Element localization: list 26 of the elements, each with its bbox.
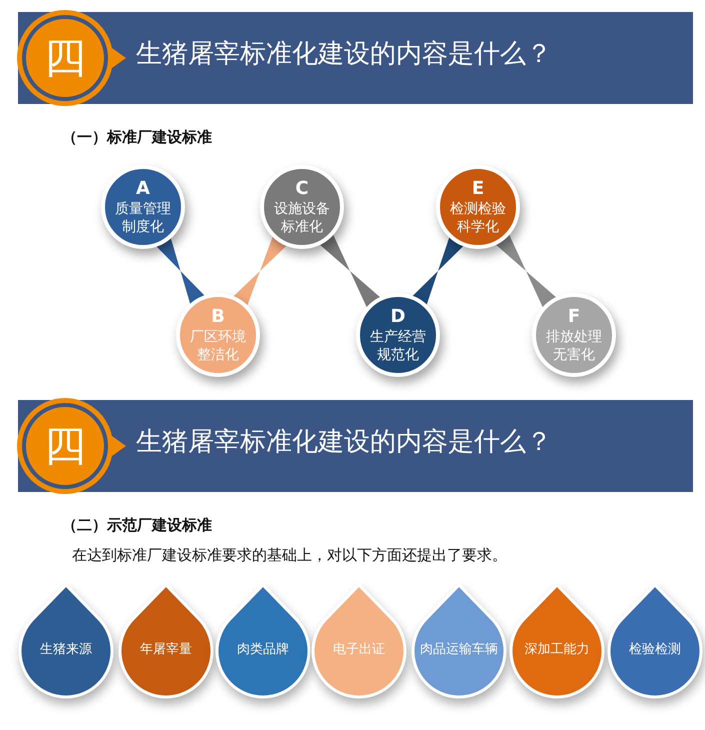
- drop-text: 检验检测: [628, 641, 682, 659]
- section-heading: （一）标准厂建设标准: [62, 128, 212, 147]
- letter-label: E: [472, 178, 484, 200]
- drop-text: 肉品运输车辆: [419, 641, 499, 659]
- section-heading: （二）示范厂建设标准: [62, 516, 212, 535]
- letter-label: B: [211, 306, 225, 328]
- drop-text: 生猪来源: [39, 641, 93, 659]
- title-banner: [18, 400, 693, 492]
- circle-text: 设施设备标准化: [273, 200, 331, 236]
- drop-text: 肉类品牌: [236, 641, 290, 659]
- letter-label: C: [295, 178, 309, 200]
- drop-text: 年屠宰量: [139, 641, 193, 659]
- circle-text: 厂区环境整洁化: [189, 328, 247, 364]
- letter-label: F: [568, 306, 580, 328]
- title-text: 生猪屠宰标准化建设的内容是什么？: [136, 426, 552, 459]
- letter-label: D: [390, 306, 406, 328]
- circle-text: 排放处理无害化: [545, 328, 603, 364]
- drop-text: 电子出证: [332, 641, 386, 659]
- title-banner: [18, 12, 693, 104]
- circle-text: 检测检验科学化: [449, 200, 507, 236]
- drop-text: 深加工能力: [524, 641, 590, 659]
- description-text: 在达到标准厂建设标准要求的基础上，对以下方面还提出了要求。: [72, 546, 507, 565]
- letter-label: A: [136, 178, 150, 200]
- circle-text: 生产经营规范化: [369, 328, 427, 364]
- title-text: 生猪屠宰标准化建设的内容是什么？: [136, 38, 552, 71]
- circle-text: 质量管理制度化: [114, 200, 172, 236]
